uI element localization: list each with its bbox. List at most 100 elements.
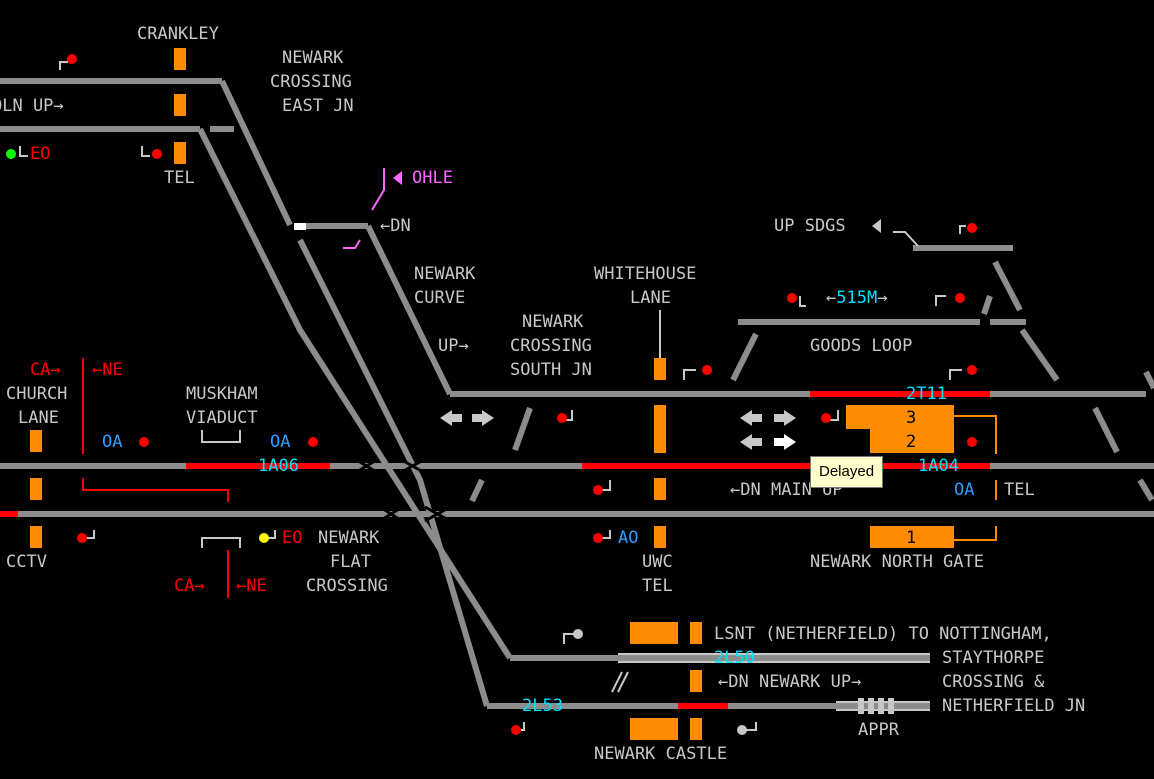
signal-white[interactable] xyxy=(737,725,747,735)
signal-red[interactable] xyxy=(139,437,149,447)
ohle-hook xyxy=(343,239,361,249)
platform-1 xyxy=(870,526,954,548)
signal-red[interactable] xyxy=(77,533,87,543)
signal-red[interactable] xyxy=(308,437,318,447)
whitehouse-crossing-2 xyxy=(654,405,666,453)
flat-crossing-mark xyxy=(379,505,403,523)
arrow-right-icon: → xyxy=(458,336,469,356)
label-newark-crossing-east: CROSSING xyxy=(270,72,352,92)
signal-post xyxy=(830,410,839,421)
signal-green[interactable] xyxy=(6,149,16,159)
signal-red[interactable] xyxy=(511,725,521,735)
castle-platform-3 xyxy=(690,670,702,692)
arrow-left-icon: ← xyxy=(380,216,391,236)
platform-1-number: 1 xyxy=(906,528,917,548)
auto-indicator: OA xyxy=(102,432,123,452)
signal-red[interactable] xyxy=(967,437,977,447)
arrow-left-icon xyxy=(740,434,762,450)
signal-red[interactable] xyxy=(67,54,77,64)
arrow-right-icon: → xyxy=(50,360,61,380)
signal-red[interactable] xyxy=(593,485,603,495)
platform-2-and-3 xyxy=(870,405,954,453)
signal-post xyxy=(746,722,757,731)
label-newark-castle: NEWARK CASTLE xyxy=(594,744,728,764)
label-eo: EO xyxy=(282,528,303,548)
berth-2l50[interactable]: 2L50 xyxy=(714,648,755,668)
crossover-3 xyxy=(730,332,759,382)
auto-indicator: AO xyxy=(618,528,639,548)
castle-platform-2 xyxy=(690,622,702,644)
whitehouse-crossing-1 xyxy=(654,358,666,380)
appr-block xyxy=(868,698,874,714)
flat-crossing-mark xyxy=(354,457,379,475)
uwc-crossing-1 xyxy=(654,478,666,500)
signal-post xyxy=(935,295,946,306)
castle-slash xyxy=(611,671,629,693)
crankley-crossing-3 xyxy=(174,142,186,164)
arrow-right-icon xyxy=(472,410,494,426)
berth-2l53[interactable]: 2L53 xyxy=(522,696,563,716)
castle-platform-5 xyxy=(690,718,702,740)
signal-red[interactable] xyxy=(787,293,797,303)
label-eo: EO xyxy=(30,144,51,164)
church-lane-crossing-2 xyxy=(30,478,42,500)
signal-red[interactable] xyxy=(967,365,977,375)
label-ca-bottom: CA→ xyxy=(174,576,205,596)
label-whitehouse-lane: WHITEHOUSE xyxy=(594,264,697,284)
berth-1a06[interactable]: 1A06 xyxy=(258,456,299,476)
signal-red[interactable] xyxy=(593,533,603,543)
castle-platform-1 xyxy=(630,622,678,644)
label-appr: APPR xyxy=(858,720,899,740)
crossover-4 xyxy=(992,260,1023,312)
signal-red[interactable] xyxy=(967,223,977,233)
signal-red[interactable] xyxy=(821,413,831,423)
appr-block xyxy=(858,698,864,714)
label-dn-top: ←DN xyxy=(380,216,411,236)
church-lane-crossing-3 xyxy=(30,526,42,548)
crossover-2 xyxy=(512,406,533,452)
signal-red[interactable] xyxy=(955,293,965,303)
label-staythorpe: NETHERFIELD JN xyxy=(942,696,1086,716)
signal-post xyxy=(799,296,806,307)
signal-post xyxy=(268,530,276,539)
label-newark-flat: FLAT xyxy=(330,552,371,572)
crossover-6 xyxy=(1092,406,1120,454)
label-muskham-viaduct: VIADUCT xyxy=(186,408,258,428)
crossover-1 xyxy=(469,478,485,503)
crossover-7 xyxy=(1137,478,1154,502)
label-church-lane: CHURCH xyxy=(6,384,68,404)
label-whitehouse-lane: LANE xyxy=(630,288,671,308)
berth-2t11[interactable]: 2T11 xyxy=(906,384,947,404)
signal-white[interactable] xyxy=(573,629,583,639)
goods-loop-divider xyxy=(981,295,993,315)
label-newark-curve: NEWARK xyxy=(414,264,476,284)
label-lsnt: LSNT (NETHERFIELD) TO NOTTINGHAM, xyxy=(714,624,1052,644)
platform-2-number: 2 xyxy=(906,432,917,452)
berth-515m[interactable]: ←515M→ xyxy=(826,288,888,308)
signal-post xyxy=(683,369,696,380)
label-tel-right: TEL xyxy=(1004,480,1035,500)
signal-post xyxy=(86,530,95,539)
delayed-tooltip: Delayed xyxy=(810,456,884,488)
label-ne-bottom: ←NE xyxy=(236,576,267,596)
signal-post xyxy=(19,146,28,157)
label-ca-top: CA→ xyxy=(30,360,61,380)
white-track-end xyxy=(294,223,306,230)
signal-yellow[interactable] xyxy=(259,533,269,543)
signal-post xyxy=(600,530,611,539)
label-ln-up: OLN UP→ xyxy=(0,96,64,116)
arrow-right-active-icon xyxy=(774,434,796,450)
berth-1a04[interactable]: 1A04 xyxy=(918,456,959,476)
crankley-crossing-2 xyxy=(174,94,186,116)
signal-red[interactable] xyxy=(702,365,712,375)
label-newark-flat: NEWARK xyxy=(318,528,380,548)
arrow-right-icon: → xyxy=(877,288,888,308)
arrow-left-icon: ← xyxy=(92,360,103,380)
signal-post xyxy=(600,480,611,491)
crankley-crossing-1 xyxy=(174,48,186,70)
signal-red[interactable] xyxy=(557,413,567,423)
up-sdgs-line xyxy=(893,231,919,247)
up-sdgs-triangle-icon xyxy=(872,219,881,233)
signal-red[interactable] xyxy=(152,149,162,159)
